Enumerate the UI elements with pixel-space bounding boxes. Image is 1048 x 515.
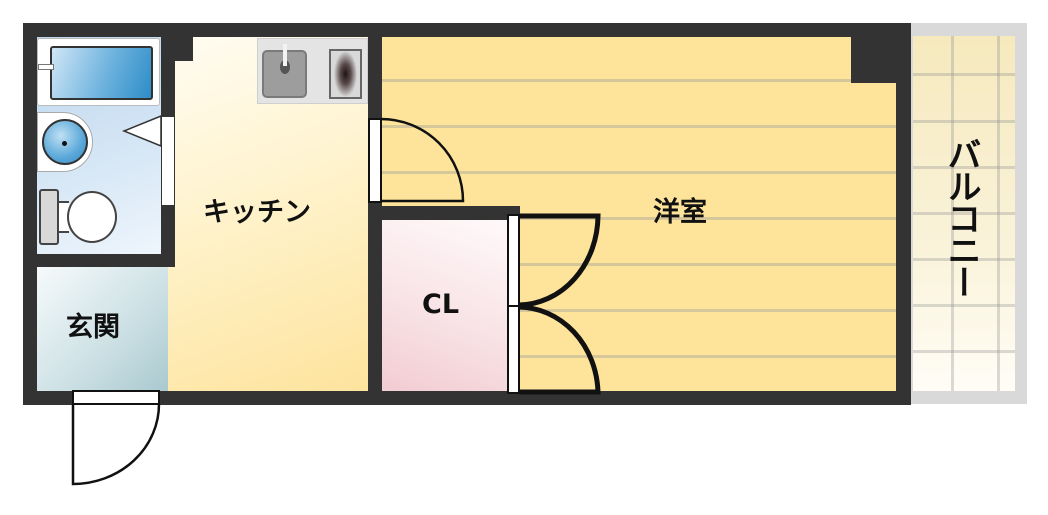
pillar <box>851 37 897 83</box>
toilet-icon <box>37 187 121 247</box>
kitchen-label: キッチン <box>203 197 311 228</box>
closet <box>382 220 508 391</box>
kitchen-sink-icon <box>262 44 307 98</box>
closet-door[interactable] <box>507 214 520 394</box>
entrance <box>37 267 168 391</box>
wall-closet-top <box>368 206 520 220</box>
room-door[interactable] <box>368 118 382 203</box>
wall-bath-entrance <box>37 254 175 267</box>
entrance-label: 玄関 <box>66 312 120 343</box>
closet-label: CL <box>422 289 460 320</box>
wall-bath-kitchen <box>161 37 175 117</box>
balcony: バルコニー <box>910 23 1027 404</box>
western-room-label: 洋室 <box>653 197 707 228</box>
wall-bath-kitchen-lower <box>161 205 175 267</box>
wall-kitchen-room <box>368 37 382 119</box>
stove-icon <box>329 49 362 99</box>
washbasin-icon <box>37 112 93 172</box>
bathroom-door-swing <box>122 114 162 148</box>
faucet-icon <box>38 64 54 70</box>
bathtub-icon <box>37 38 160 106</box>
entrance-door[interactable] <box>72 390 160 405</box>
kitchen-counter <box>257 38 368 104</box>
balcony-label: バルコニー <box>941 137 981 297</box>
balcony-floor <box>913 36 1015 391</box>
wall-kitchen-closet <box>368 202 382 391</box>
